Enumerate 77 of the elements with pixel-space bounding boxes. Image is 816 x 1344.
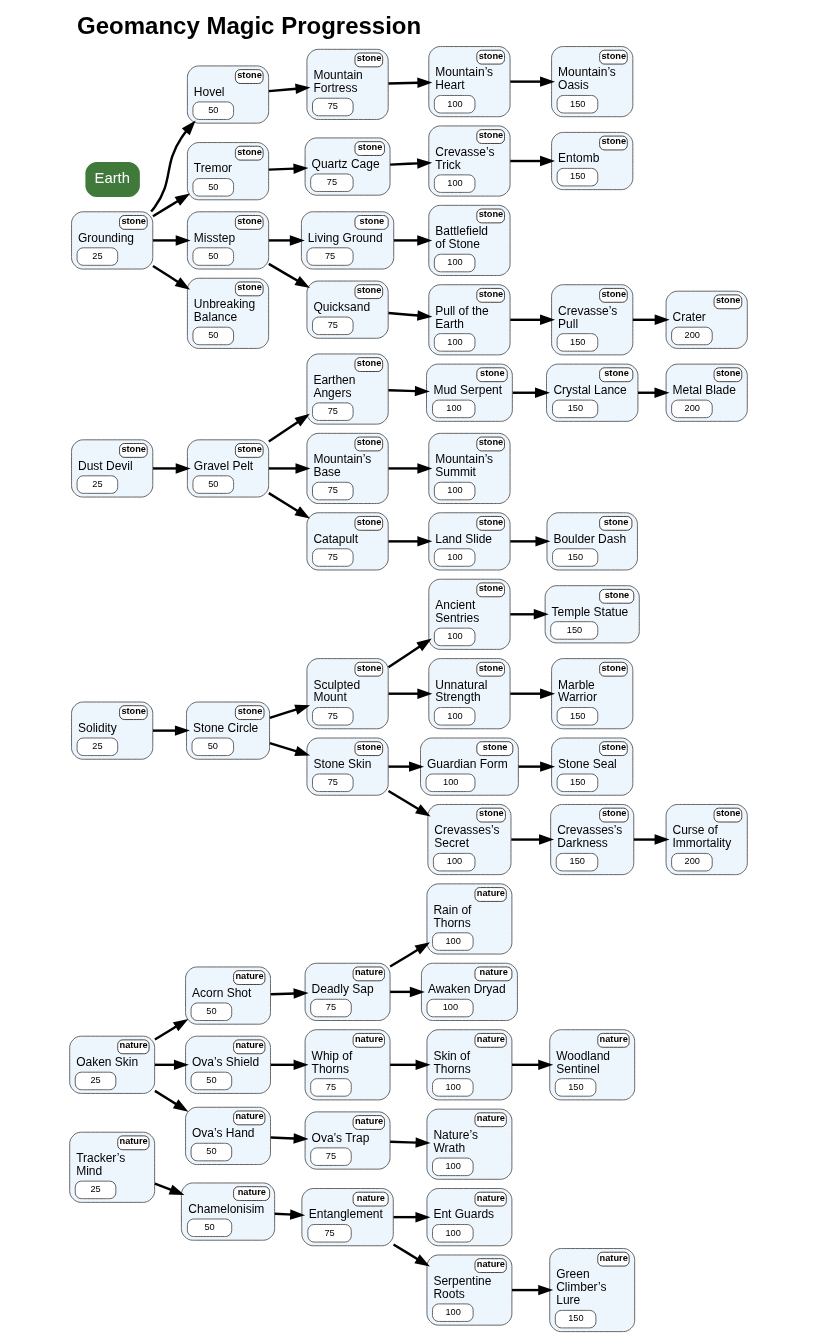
- arrow: [511, 1059, 553, 1071]
- arrow: [154, 1059, 189, 1071]
- arrow: [393, 235, 432, 246]
- node-box: stone Living Ground 75: [300, 211, 394, 270]
- node-box: stone Misstep 50: [186, 211, 269, 270]
- node-box: stone Stone Skin 75: [306, 737, 389, 796]
- arrow: [392, 1243, 430, 1267]
- arrow: [387, 310, 432, 321]
- node-box: stone Gravel Pelt 50: [186, 439, 269, 498]
- arrow: [153, 1089, 188, 1112]
- node-box: nature Ova’s Trap 75: [304, 1111, 390, 1170]
- node-box: stone Guardian Form 100: [419, 737, 519, 796]
- arrow: [268, 163, 308, 174]
- node-box: stone Grounding 25: [70, 211, 153, 270]
- arrow: [632, 314, 670, 326]
- node-box: stone Catapult 75: [306, 512, 389, 571]
- arrow: [151, 193, 190, 218]
- arrow: [270, 988, 309, 999]
- arrow: [387, 536, 432, 547]
- arrow: [509, 76, 555, 87]
- node-box: nature Acorn Shot 50: [184, 966, 271, 1025]
- arrow: [151, 264, 190, 290]
- node-box: nature Rain of Thorns 100: [426, 883, 512, 955]
- node-box: stone Hovel 50: [186, 65, 269, 124]
- node-box: stone Land Slide 100: [427, 512, 510, 571]
- arrow: [509, 536, 550, 547]
- arrow: [152, 463, 191, 474]
- node-box: stone Crevasse’s Trick 100: [427, 125, 510, 197]
- arrow: [389, 1137, 431, 1148]
- arrow: [153, 1182, 184, 1196]
- arrow: [152, 725, 190, 736]
- arrow: [389, 942, 430, 968]
- arrow: [270, 1059, 309, 1071]
- node-box: stone Dust Devil 25: [70, 439, 153, 498]
- arrow: [387, 789, 431, 817]
- arrow: [387, 638, 432, 669]
- arrow: [510, 834, 554, 845]
- label: Earth: [94, 169, 130, 186]
- node-box: stone Solidity 25: [70, 701, 153, 760]
- node-box: stone Entomb 150: [550, 131, 633, 191]
- arrow: [509, 609, 549, 620]
- arrow: [387, 385, 430, 397]
- arrow: [149, 120, 196, 213]
- arrow: [512, 387, 550, 398]
- node-box: stone Earthen Angers 75: [306, 353, 389, 425]
- arrow: [387, 77, 432, 89]
- arrow: [268, 83, 310, 95]
- arrow: [152, 235, 191, 246]
- arrow: [387, 463, 432, 474]
- arrow: [389, 158, 432, 169]
- arrow: [509, 155, 555, 167]
- arrow: [389, 986, 425, 998]
- node-box: stone Boulder Dash 150: [546, 512, 638, 571]
- arrow: [270, 1133, 309, 1144]
- arrow: [633, 834, 670, 845]
- arrow: [267, 492, 310, 519]
- arrow: [389, 1059, 431, 1071]
- arrow: [509, 314, 555, 326]
- node-box: stone Stone Seal 150: [550, 737, 633, 796]
- node-box: stone Stone Circle 50: [185, 701, 270, 760]
- arrow: [268, 235, 305, 246]
- arrow: [267, 413, 310, 443]
- arrow: [518, 761, 555, 772]
- arrow: [387, 761, 424, 772]
- node-box: nature Chamelonisim 50: [180, 1182, 275, 1241]
- arrow: [153, 1019, 188, 1041]
- arrow: [393, 1211, 430, 1223]
- arrow: [511, 1284, 553, 1296]
- arrow: [268, 704, 310, 719]
- arrow: [509, 688, 555, 699]
- arrow: [268, 741, 310, 757]
- arrow: [387, 688, 432, 699]
- node-box: nature Serpentine Roots 100: [426, 1254, 512, 1326]
- arrow: [268, 463, 310, 474]
- arrow: [267, 262, 310, 289]
- diagram-title: Geomancy Magic Progression: [76, 12, 421, 40]
- node-box: stone Quartz Cage 75: [304, 137, 390, 196]
